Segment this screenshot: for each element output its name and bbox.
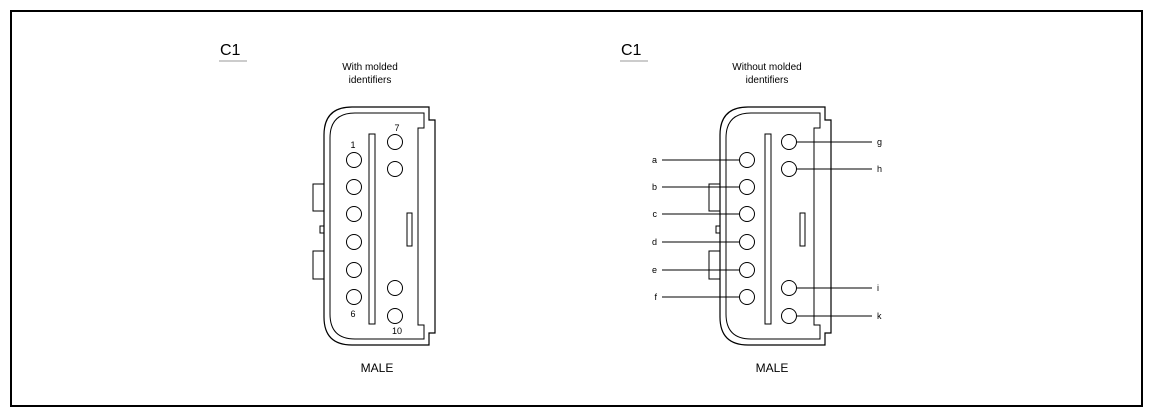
pin-10: [387, 308, 403, 324]
pin-label-e: e: [652, 265, 657, 275]
pin-label-h: h: [877, 164, 882, 174]
pin-e: [739, 262, 755, 278]
right-caption-line2: identifiers: [746, 75, 789, 86]
pin-h: [781, 161, 797, 177]
left-latch-upper: [312, 183, 324, 212]
right-connector-id: C1: [621, 42, 642, 59]
right-rib: [799, 212, 806, 247]
pin-label-f: f: [654, 292, 657, 302]
pin-label-g: g: [877, 137, 882, 147]
pin-f: [739, 289, 755, 305]
pin-a: [739, 152, 755, 168]
right-latch-upper: [708, 183, 720, 212]
pin-label-7: 7: [394, 123, 399, 133]
pin-7: [387, 134, 403, 150]
left-latch-lower: [312, 250, 324, 280]
pin-5: [346, 262, 362, 278]
left-housing-outer: [323, 106, 436, 346]
right-housing-inner: [725, 112, 821, 340]
left-housing-inner: [329, 112, 425, 340]
right-connector: C1 Without molded identifiers: [620, 42, 882, 375]
pin-label-b: b: [652, 182, 657, 192]
right-caption-line1: Without molded: [732, 62, 801, 73]
pin-c: [739, 206, 755, 222]
pin-label-i: i: [877, 283, 879, 293]
left-gender-label: MALE: [361, 361, 394, 375]
pin-1: [346, 152, 362, 168]
diagram-frame: [10, 10, 1143, 407]
pin-label-a: a: [652, 155, 657, 165]
pin-6: [346, 289, 362, 305]
right-latch-lower: [708, 250, 720, 280]
right-divider: [764, 133, 772, 325]
left-connector: C1 With molded identifiers: [219, 42, 436, 375]
pin-label-1: 1: [350, 140, 355, 150]
left-rib: [406, 212, 413, 247]
left-caption-line2: identifiers: [349, 75, 392, 86]
right-pins-column-a: [662, 152, 755, 305]
right-gender-label: MALE: [756, 361, 789, 375]
left-divider: [368, 133, 376, 325]
pin-label-d: d: [652, 237, 657, 247]
right-pins-column-b: [781, 134, 872, 324]
left-pins-column-b: [387, 134, 403, 324]
pin-label-10: 10: [392, 326, 402, 336]
pin-i: [781, 280, 797, 296]
pin-label-c: c: [653, 209, 658, 219]
pin-4: [346, 234, 362, 250]
pin-label-k: k: [877, 311, 882, 321]
pin-8: [387, 161, 403, 177]
pin-k: [781, 308, 797, 324]
pin-b: [739, 179, 755, 195]
right-housing-outer: [719, 106, 832, 346]
left-key-notch: [319, 225, 325, 234]
pin-label-6: 6: [350, 309, 355, 319]
right-key-notch: [715, 225, 721, 234]
pin-3: [346, 206, 362, 222]
left-connector-id: C1: [220, 42, 241, 59]
left-pins-column-a: [346, 152, 362, 305]
pin-9: [387, 280, 403, 296]
pin-2: [346, 179, 362, 195]
pin-g: [781, 134, 797, 150]
pin-d: [739, 234, 755, 250]
left-caption-line1: With molded: [342, 62, 398, 73]
